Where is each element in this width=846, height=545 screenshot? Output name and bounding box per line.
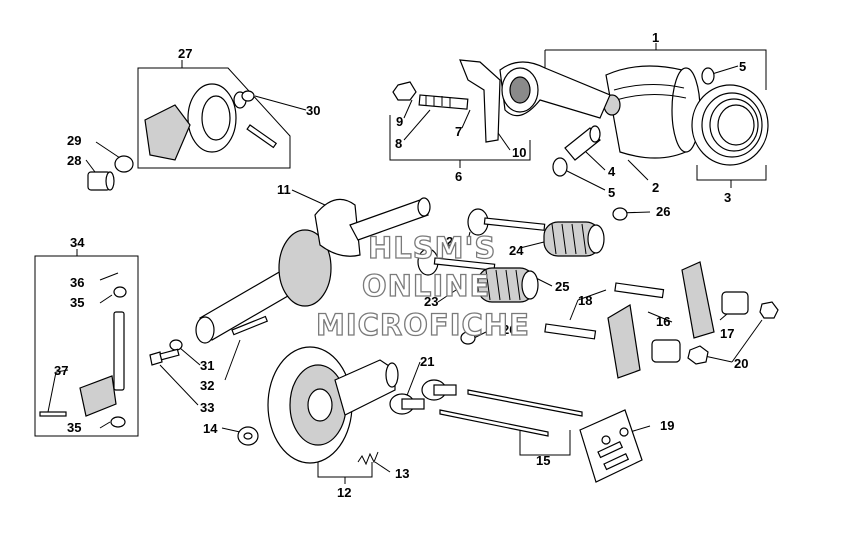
- callout-26b: 26: [502, 322, 516, 337]
- callout-29: 29: [67, 133, 81, 148]
- callout-12: 12: [337, 485, 351, 500]
- callout-labels: 1 2 3 4 5 5 6 7 8 9 10 11 12 13 14 15 16…: [54, 30, 748, 500]
- callout-8: 8: [395, 136, 402, 151]
- valves: [417, 208, 546, 276]
- callout-30: 30: [306, 103, 320, 118]
- valve-lifters: [389, 379, 457, 415]
- callout-19: 19: [660, 418, 674, 433]
- group-brackets: [34, 43, 767, 484]
- washer-30: [241, 90, 255, 102]
- bolt-33: [149, 348, 180, 366]
- callout-23: 23: [424, 294, 438, 309]
- connecting-rod: [499, 61, 611, 119]
- callout-14: 14: [203, 421, 218, 436]
- circlip-top: [701, 67, 715, 85]
- governor-pin: [246, 124, 278, 149]
- governor-shaft: [87, 171, 115, 191]
- callout-24: 24: [509, 243, 524, 258]
- cam-spring: [357, 451, 379, 466]
- callout-15: 15: [536, 453, 550, 468]
- rod-cap: [459, 59, 501, 143]
- valve-springs: [477, 221, 605, 303]
- callout-9: 9: [396, 114, 403, 129]
- leader-lines: [47, 65, 763, 473]
- callout-37: 37: [54, 363, 68, 378]
- washer-29: [114, 155, 134, 173]
- rocker-nut-b: [759, 301, 779, 319]
- watermark-line-1: HLSM'S: [368, 231, 496, 265]
- rocker-arms: [607, 261, 715, 379]
- callout-1: 1: [652, 30, 659, 45]
- crank-key: [231, 315, 269, 336]
- callout-6: 6: [455, 169, 462, 184]
- guide-plate: [579, 409, 643, 483]
- circlip-bottom: [552, 157, 568, 177]
- pushrods: [439, 389, 583, 437]
- callout-7: 7: [455, 124, 462, 139]
- callout-13: 13: [395, 466, 409, 481]
- callout-26a: 26: [656, 204, 670, 219]
- rod-nut: [392, 81, 417, 101]
- governor-gear: [144, 83, 247, 161]
- callout-27: 27: [178, 46, 192, 61]
- piston: [603, 65, 701, 159]
- callout-5b: 5: [608, 185, 615, 200]
- retainer-bottom: [460, 331, 476, 345]
- callout-20: 20: [734, 356, 748, 371]
- callout-35b: 35: [67, 420, 81, 435]
- callout-25: 25: [555, 279, 569, 294]
- rocker-pivots: [651, 291, 749, 363]
- piston-pin: [564, 125, 601, 161]
- callout-22: 22: [446, 234, 460, 249]
- callout-5a: 5: [739, 59, 746, 74]
- callout-4: 4: [608, 164, 616, 179]
- callout-36: 36: [70, 275, 84, 290]
- callout-21: 21: [420, 354, 434, 369]
- callout-2: 2: [652, 180, 659, 195]
- rocker-studs: [544, 282, 665, 340]
- callout-28: 28: [67, 153, 81, 168]
- crankshaft: [195, 197, 431, 344]
- callout-35a: 35: [70, 295, 84, 310]
- watermark: HLSM'S ONLINE MICROFICHE: [315, 230, 530, 342]
- callout-16: 16: [656, 314, 670, 329]
- callout-11: 11: [277, 182, 291, 197]
- washer-14: [237, 426, 259, 446]
- callout-32: 32: [200, 378, 214, 393]
- watermark-line-3: MICROFICHE: [316, 308, 530, 342]
- rocker-nut-a: [687, 345, 709, 365]
- callout-3: 3: [724, 190, 731, 205]
- retainer-top: [612, 207, 628, 221]
- oil-pump-parts: [39, 286, 127, 428]
- piston-rings: [691, 84, 769, 166]
- callout-10: 10: [512, 145, 526, 160]
- callout-18: 18: [578, 293, 592, 308]
- callout-17: 17: [720, 326, 734, 341]
- watermark-line-2: ONLINE: [362, 269, 490, 303]
- cam-gear: [267, 346, 399, 464]
- callout-33: 33: [200, 400, 214, 415]
- rod-bolt: [418, 94, 469, 110]
- callout-34: 34: [70, 235, 85, 250]
- callout-31: 31: [200, 358, 214, 373]
- washer-31: [169, 339, 183, 351]
